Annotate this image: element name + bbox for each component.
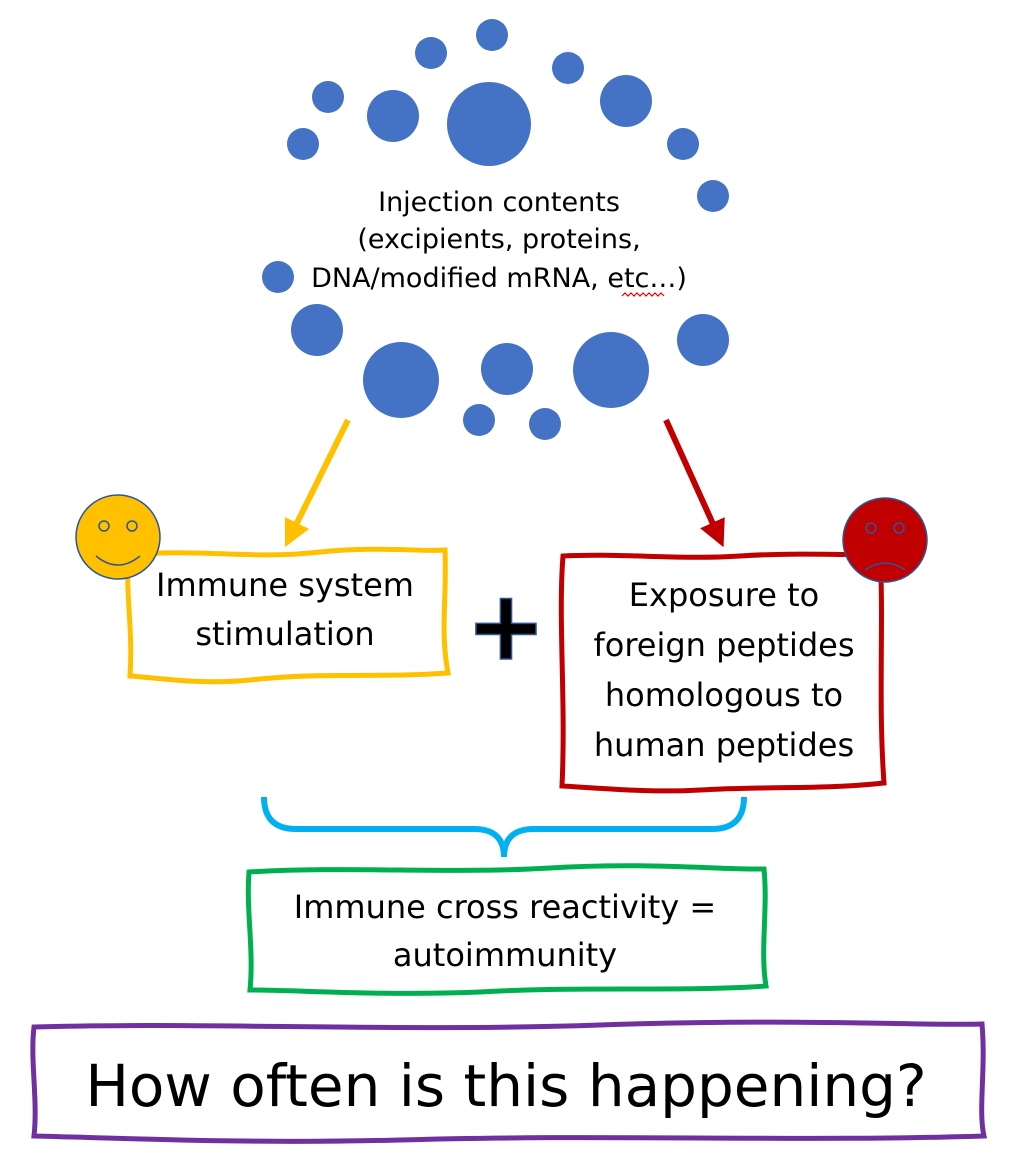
particle-dot bbox=[600, 75, 652, 127]
arrow-to-stimulation bbox=[284, 418, 351, 548]
stimulation-box-border bbox=[125, 546, 451, 685]
particle-dot bbox=[447, 82, 531, 166]
particle-dot bbox=[415, 37, 447, 69]
particle-dot bbox=[262, 261, 294, 293]
injection-label: Injection contents (excipients, proteins… bbox=[311, 187, 687, 297]
exposure-box: Exposure to foreign peptides homologous … bbox=[558, 551, 887, 794]
particle-dot bbox=[287, 128, 319, 160]
autoimmunity-box: Immune cross reactivity = autoimmunity bbox=[245, 863, 769, 996]
stimulation-line2: stimulation bbox=[195, 615, 374, 653]
exposure-line2: foreign peptides bbox=[593, 626, 854, 664]
particle-dot bbox=[667, 128, 699, 160]
particle-dot bbox=[481, 343, 533, 395]
particle-dot bbox=[552, 52, 584, 84]
arrow-to-exposure bbox=[663, 418, 725, 548]
particle-dot bbox=[463, 404, 495, 436]
particle-dot bbox=[573, 332, 649, 408]
exposure-line1: Exposure to bbox=[629, 576, 819, 614]
curly-brace bbox=[261, 796, 747, 858]
particle-dot bbox=[697, 180, 729, 212]
question-box-border bbox=[30, 1019, 988, 1144]
plus-sign: + bbox=[466, 570, 546, 682]
smiley-face-icon bbox=[75, 494, 161, 580]
autoimmunity-box-border bbox=[245, 863, 769, 996]
autoimmunity-line1: Immune cross reactivity = bbox=[294, 888, 716, 926]
exposure-box-border bbox=[558, 551, 887, 794]
particle-dot bbox=[291, 304, 343, 356]
autoimmunity-line2: autoimmunity bbox=[393, 936, 617, 974]
particle-dot bbox=[476, 19, 508, 51]
particle-dot bbox=[367, 90, 419, 142]
injection-label-line1: Injection contents bbox=[378, 187, 620, 218]
exposure-line4: human peptides bbox=[594, 726, 854, 764]
stimulation-line1: Immune system bbox=[156, 566, 414, 604]
exposure-line3: homologous to bbox=[605, 676, 843, 714]
question-box: How often is this happening? bbox=[30, 1019, 988, 1144]
question-text: How often is this happening? bbox=[85, 1052, 926, 1120]
particle-dot bbox=[529, 408, 561, 440]
frowny-face-icon bbox=[842, 497, 928, 583]
particle-cluster bbox=[262, 19, 729, 440]
spellcheck-underline bbox=[621, 292, 665, 297]
particle-dot bbox=[677, 314, 729, 366]
injection-label-line2: (excipients, proteins, bbox=[357, 224, 640, 255]
stimulation-box: Immune system stimulation bbox=[125, 546, 451, 685]
particle-dot bbox=[312, 81, 344, 113]
particle-dot bbox=[363, 342, 439, 418]
injection-label-line3: DNA/modified mRNA, etc…) bbox=[311, 263, 687, 294]
